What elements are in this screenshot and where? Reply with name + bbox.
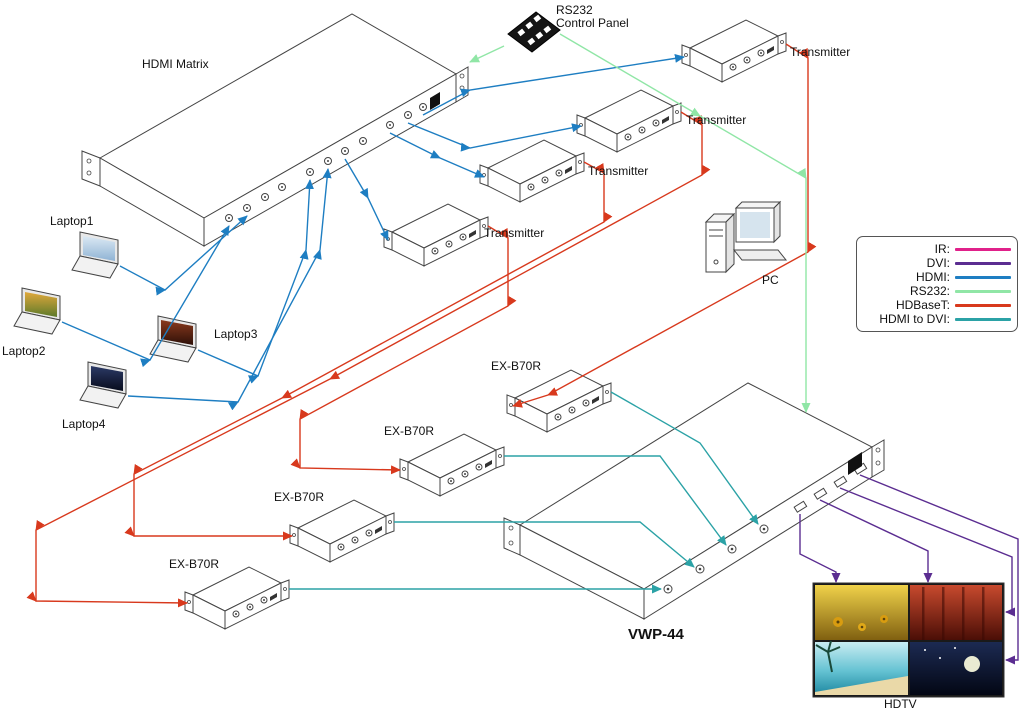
dvi-cable-vwp-hdtv1 xyxy=(799,514,841,583)
vwp-44-label: VWP-44 xyxy=(628,626,684,643)
legend-row-hdmi: HDMI: xyxy=(861,270,1011,284)
transmitter-3-device xyxy=(479,139,585,203)
hdtv-screen-sunflowers xyxy=(815,585,908,640)
hdmi-cable-matrix-transmitter4 xyxy=(344,158,389,241)
vwp-dvi-output-ports xyxy=(793,462,868,513)
legend-row-dvi: DVI: xyxy=(861,256,1011,270)
rs232-cable-panel-matrix xyxy=(469,45,505,63)
screw-icon xyxy=(86,170,92,176)
laptop-4-label: Laptop4 xyxy=(62,417,106,431)
legend-label-hdmi-to-dvi: HDMI to DVI: xyxy=(879,312,950,326)
receiver-4-label: EX-B70R xyxy=(169,557,220,571)
receiver-4-device xyxy=(184,566,290,630)
hdmi-matrix-device xyxy=(81,13,469,247)
panel-body xyxy=(507,11,561,53)
hdtv-screen-night xyxy=(910,642,1002,695)
hdbaset-cable-transmitter4-receiver2 xyxy=(290,225,517,475)
dvi-cable-vwp-hdtv3 xyxy=(839,487,1015,617)
hdtv-label: HDTV xyxy=(884,697,917,711)
laptop-2-device xyxy=(13,287,61,335)
hdmi-to-dvi-cable-receiver1-vwp xyxy=(610,391,759,525)
control-panel-label-line1: RS232 xyxy=(556,3,593,17)
receiver-3-label: EX-B70R xyxy=(274,490,325,504)
receiver-2-label: EX-B70R xyxy=(384,424,435,438)
legend: IR: DVI: HDMI: RS232: HDBaseT: HDMI to D… xyxy=(856,236,1018,332)
transmitter-1-label: Transmitter xyxy=(790,45,851,59)
screw-icon xyxy=(459,73,465,79)
pc-monitor-top xyxy=(734,201,782,209)
rs232-cable-panel-vwp xyxy=(559,33,811,413)
screw-icon xyxy=(508,540,514,546)
hdbaset-cable-transmitter3-receiver3 xyxy=(124,161,613,541)
pc-keyboard xyxy=(732,249,788,261)
rs232-control-panel-device xyxy=(507,11,561,53)
panel-keys xyxy=(517,14,552,46)
laptop-3-device xyxy=(149,315,197,363)
rack-ear-left xyxy=(81,150,101,187)
moon-icon xyxy=(964,656,980,672)
legend-swatch-hdbaset xyxy=(955,303,1011,307)
receiver-1-device xyxy=(506,369,612,433)
legend-swatch-hdmi-to-dvi xyxy=(955,317,1011,321)
transmitter-2-label: Transmitter xyxy=(686,113,747,127)
pc-label: PC xyxy=(762,273,779,287)
receiver-2-device xyxy=(399,433,505,497)
control-panel-label-line2: Control Panel xyxy=(556,16,629,30)
rack-ear-left xyxy=(503,517,521,556)
dvi-cable-vwp-hdtv2 xyxy=(819,499,933,583)
legend-row-rs232: RS232: xyxy=(861,284,1011,298)
legend-label-hdmi: HDMI: xyxy=(916,270,950,284)
transmitter-3-label: Transmitter xyxy=(588,164,649,178)
hdtv-wall xyxy=(812,582,1005,698)
receiver-3-device xyxy=(289,499,395,563)
hdtv-screen-forest xyxy=(910,585,1002,640)
transmitter-1-device xyxy=(681,19,787,83)
pc-monitor-side xyxy=(773,200,781,244)
dvi-cable-vwp-hdtv4 xyxy=(859,474,1019,665)
hdmi-to-dvi-cable-receiver3-vwp xyxy=(394,521,695,568)
legend-label-dvi: DVI: xyxy=(926,256,950,270)
legend-swatch-dvi xyxy=(955,261,1011,265)
pc-tower-side xyxy=(725,212,735,274)
power-switch xyxy=(848,452,862,475)
transmitter-4-device xyxy=(383,203,489,267)
legend-row-hdmi-to-dvi: HDMI to DVI: xyxy=(861,312,1011,326)
legend-swatch-ir xyxy=(955,247,1011,251)
receiver-1-label: EX-B70R xyxy=(491,359,542,373)
laptop-1-label: Laptop1 xyxy=(50,214,94,228)
rack-ear-right xyxy=(871,439,885,478)
hdmi-to-dvi-cable-receiver2-vwp xyxy=(504,455,727,546)
legend-label-hdbaset: HDBaseT: xyxy=(895,298,950,312)
screw-icon xyxy=(86,158,92,164)
screw-icon xyxy=(875,447,881,453)
hdmi-matrix-label: HDMI Matrix xyxy=(142,57,209,71)
screw-icon xyxy=(459,85,465,91)
hdmi-cable-matrix-transmitter3 xyxy=(389,132,485,178)
laptop-3-label: Laptop3 xyxy=(214,327,258,341)
legend-swatch-hdmi xyxy=(955,275,1011,279)
transmitter-4-label: Transmitter xyxy=(484,226,545,240)
pc-screen xyxy=(740,212,770,238)
screw-icon xyxy=(875,460,881,466)
screw-icon xyxy=(508,525,514,531)
laptop-1-device xyxy=(71,231,119,279)
legend-swatch-rs232 xyxy=(955,289,1011,293)
power-switch xyxy=(430,92,440,110)
legend-label-rs232: RS232: xyxy=(909,284,950,298)
legend-row-hdbaset: HDBaseT: xyxy=(861,298,1011,312)
laptop-2-label: Laptop2 xyxy=(2,344,46,358)
pc-device xyxy=(704,200,788,274)
legend-row-ir: IR: xyxy=(861,242,1011,256)
legend-label-ir: IR: xyxy=(934,242,950,256)
transmitter-2-device xyxy=(576,89,682,153)
laptop-4-device xyxy=(79,361,127,409)
hdmi-cable-matrix-transmitter2 xyxy=(407,122,582,152)
